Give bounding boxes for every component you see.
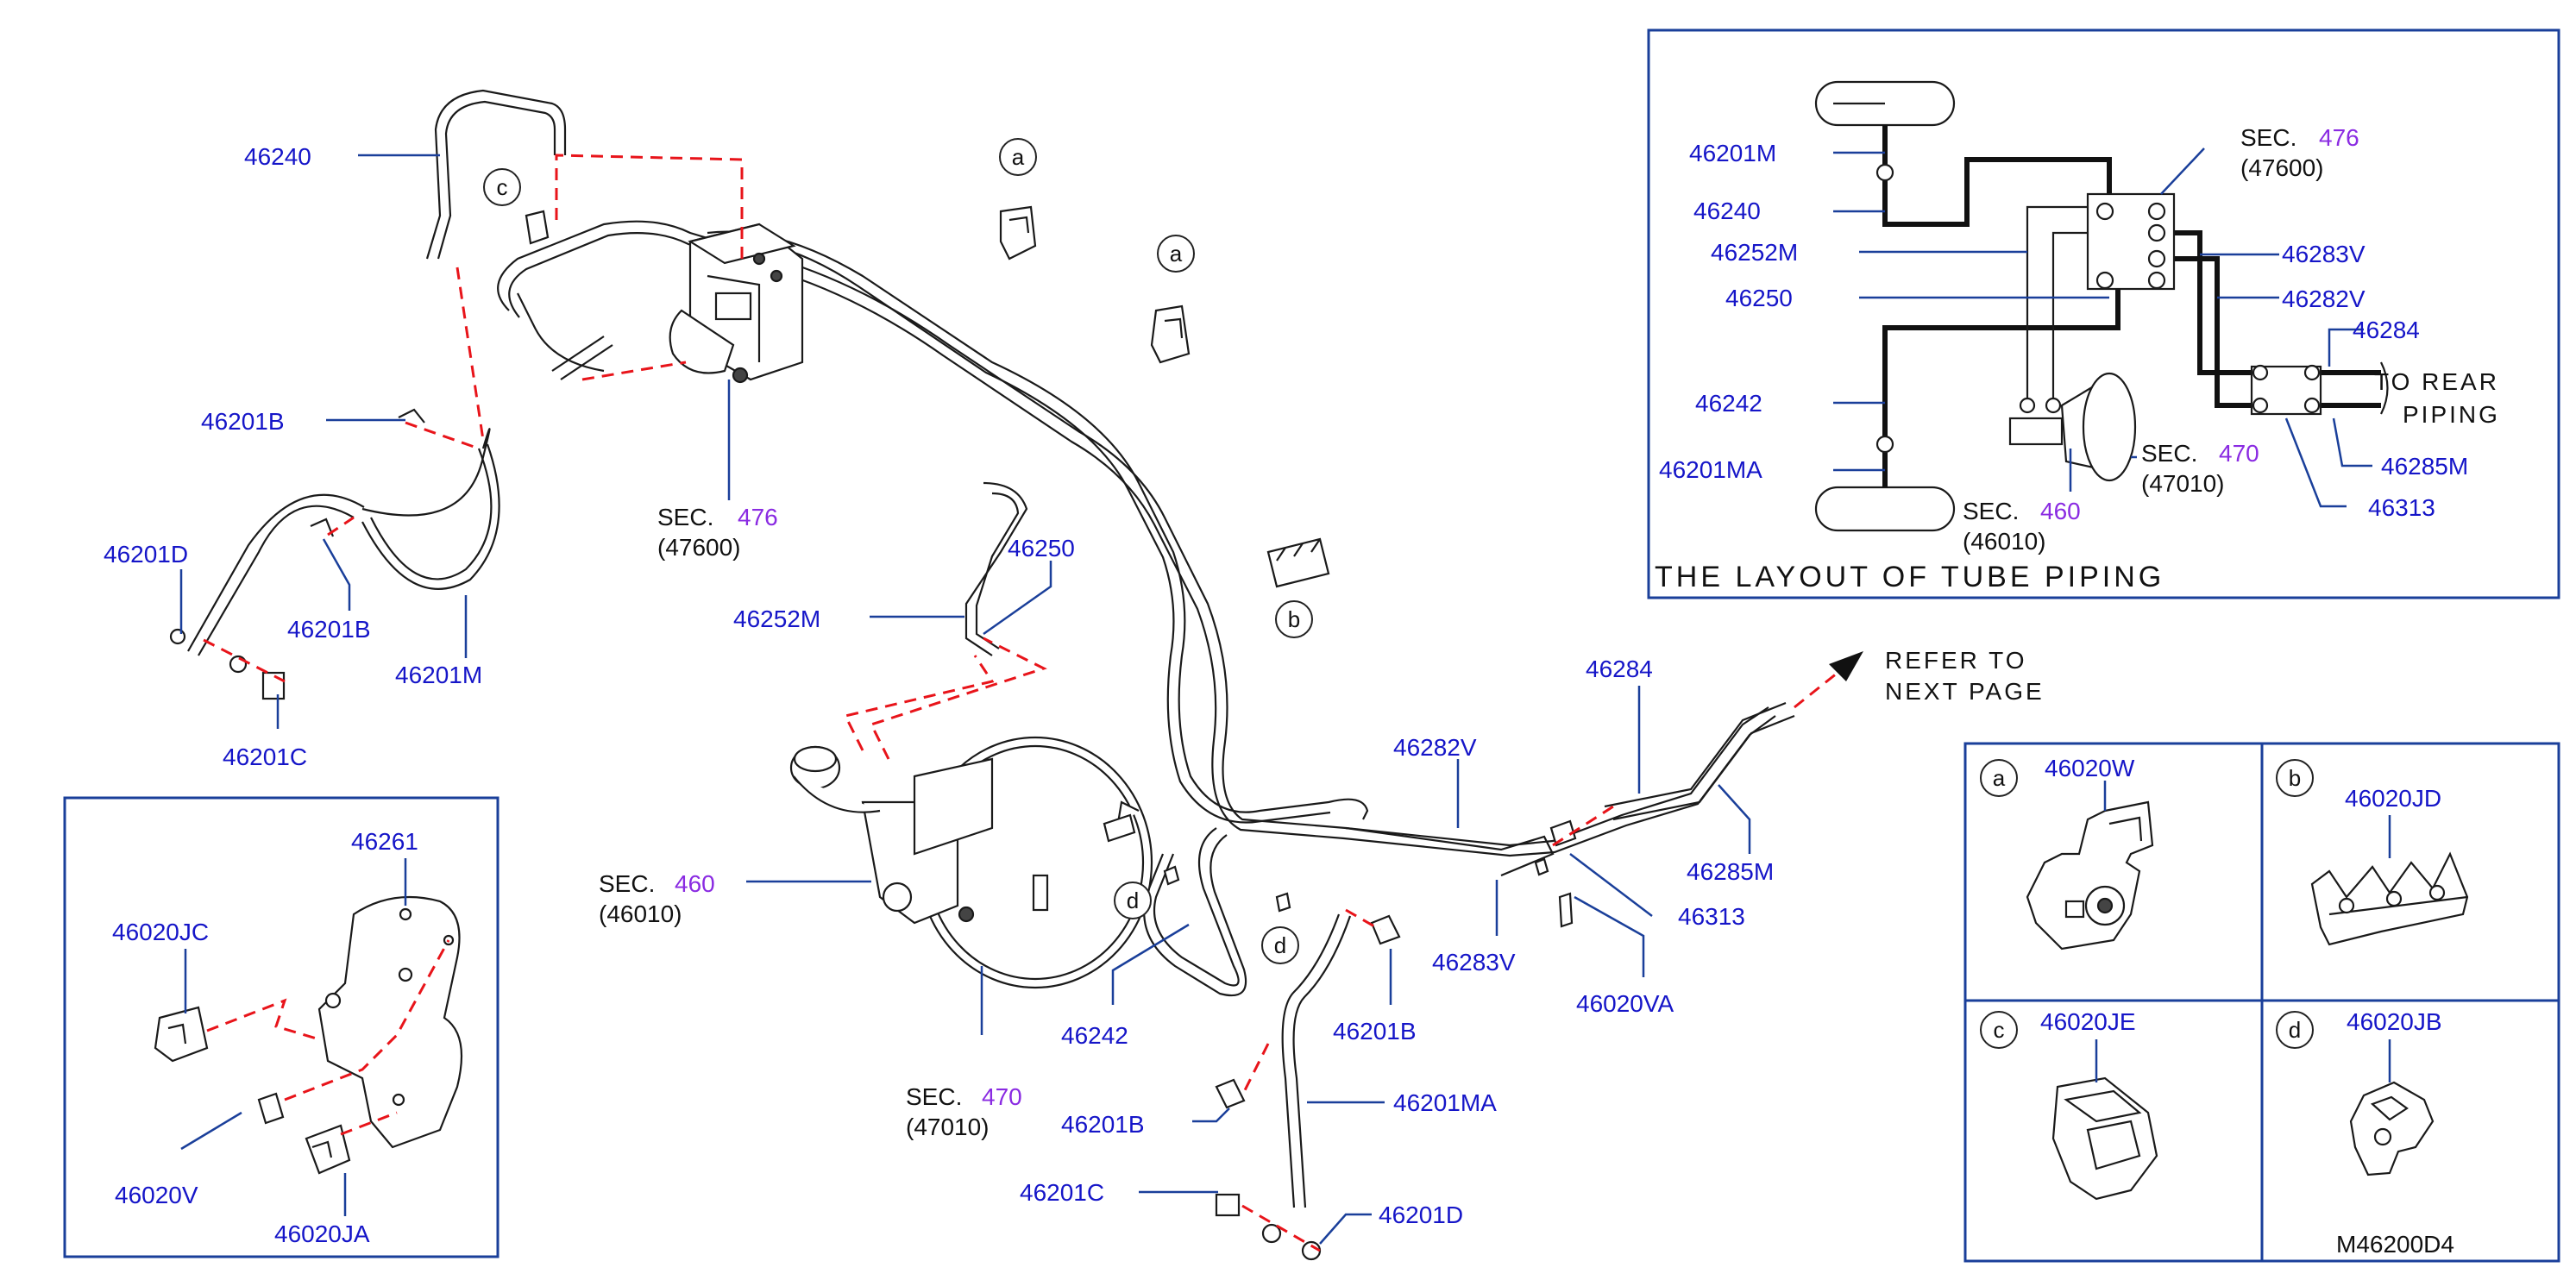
layout-label-46285M: 46285M	[2381, 453, 2468, 480]
callout-a-2: a	[1157, 235, 1195, 273]
label-46282V: 46282V	[1393, 734, 1477, 761]
label-sec-470-text: SEC.	[906, 1083, 962, 1110]
front-right-hose	[1281, 913, 1352, 1208]
clip-cell-d: d 46020JB	[2276, 1008, 2442, 1176]
label-sec-470-num: 470	[982, 1083, 1022, 1110]
svg-text:a: a	[1170, 241, 1183, 267]
svg-text:d: d	[1127, 888, 1139, 913]
clip-detail-grid: a 46020W b 46020JD c 46020JE	[1963, 742, 2560, 1263]
label-46285M: 46285M	[1687, 858, 1774, 885]
refer-text-2: NEXT PAGE	[1885, 678, 2045, 705]
callout-d-1: d	[1114, 882, 1152, 919]
abs-actuator-unit	[669, 223, 804, 384]
brake-booster-assembly	[789, 736, 1153, 989]
svg-text:46020JE: 46020JE	[2040, 1008, 2136, 1035]
label-46201MA: 46201MA	[1393, 1089, 1497, 1116]
refer-text-1: REFER TO	[1885, 647, 2027, 674]
svg-text:46020JB: 46020JB	[2347, 1008, 2442, 1035]
label-46020JA: 46020JA	[274, 1220, 370, 1247]
svg-text:b: b	[2289, 765, 2301, 791]
label-46201C-right: 46201C	[1020, 1179, 1104, 1206]
layout-title: THE LAYOUT OF TUBE PIPING	[1655, 561, 2164, 593]
layout-label-46284: 46284	[2353, 317, 2420, 343]
clip-cell-b: b 46020JD	[2276, 759, 2469, 946]
label-46201D-left: 46201D	[104, 541, 188, 568]
layout-sec-470-num: 470	[2219, 440, 2259, 467]
layout-sec-460-text: SEC.	[1963, 498, 2019, 524]
layout-sec-460-num: 460	[2040, 498, 2081, 524]
label-sec-460-sub: (46010)	[599, 900, 682, 927]
label-46252M: 46252M	[733, 605, 820, 632]
clip-cell-c: c 46020JE	[1980, 1008, 2158, 1201]
label-46201B-upper: 46201B	[201, 408, 285, 435]
label-sec-476-num: 476	[738, 504, 778, 530]
assembly-dashed-links	[203, 154, 1863, 1252]
svg-text:d: d	[2289, 1017, 2301, 1043]
layout-to-rear-1: TO REAR	[2374, 368, 2499, 395]
layout-sec-470-sub: (47010)	[2141, 470, 2225, 497]
label-sec-470-sub: (47010)	[906, 1114, 990, 1140]
layout-to-rear-2: PIPING	[2403, 401, 2500, 428]
svg-text:d: d	[1274, 932, 1286, 958]
layout-label-46240: 46240	[1693, 198, 1761, 224]
svg-text:c: c	[1994, 1017, 2005, 1043]
label-sec-476-sub: (47600)	[657, 534, 741, 561]
layout-label-46282V: 46282V	[2282, 285, 2366, 312]
layout-label-46250: 46250	[1725, 285, 1793, 311]
label-46313: 46313	[1678, 903, 1745, 930]
svg-text:46020JD: 46020JD	[2345, 785, 2441, 812]
label-46020JC: 46020JC	[112, 919, 209, 945]
label-46283V: 46283V	[1432, 949, 1516, 976]
layout-label-46313: 46313	[2368, 494, 2435, 521]
main-brake-tubes	[187, 89, 1795, 997]
svg-text:b: b	[1288, 606, 1300, 632]
label-46242: 46242	[1061, 1022, 1128, 1049]
svg-text:a: a	[1993, 765, 2006, 791]
layout-sec-476-sub: (47600)	[2240, 154, 2324, 181]
bracket-detail-box: 46261 46020JC 46020V 46020JA	[63, 796, 499, 1258]
rear-wheel-icon	[1814, 486, 1956, 532]
callout-d-2: d	[1261, 926, 1299, 964]
layout-label-46242: 46242	[1695, 390, 1762, 417]
label-46240: 46240	[244, 143, 311, 170]
label-46201D-right: 46201D	[1379, 1202, 1463, 1228]
label-46201C-left: 46201C	[223, 744, 307, 770]
label-46201M: 46201M	[395, 662, 482, 688]
callout-c-1: c	[483, 168, 521, 206]
layout-label-46283V: 46283V	[2282, 241, 2366, 267]
label-46250: 46250	[1008, 535, 1075, 562]
label-46020VA: 46020VA	[1576, 990, 1674, 1017]
callout-b-1: b	[1275, 600, 1313, 638]
label-46201B-right-upper: 46201B	[1333, 1018, 1417, 1045]
svg-text:a: a	[1012, 144, 1025, 170]
layout-sec-476-num: 476	[2319, 124, 2359, 151]
layout-sec-476-text: SEC.	[2240, 124, 2296, 151]
layout-label-46201MA: 46201MA	[1659, 456, 1762, 483]
label-46020V: 46020V	[115, 1182, 198, 1208]
main-part-labels: 46240 46201B 46201D 46201B 46201M 46201C…	[104, 143, 2045, 1228]
label-46261: 46261	[351, 828, 418, 855]
layout-sec-460-sub: (46010)	[1963, 528, 2046, 555]
svg-text:c: c	[497, 174, 508, 200]
svg-text:46020W: 46020W	[2045, 755, 2135, 781]
label-sec-460-num: 460	[675, 870, 715, 897]
layout-label-46201M: 46201M	[1689, 140, 1776, 166]
label-sec-460-text: SEC.	[599, 870, 655, 897]
label-sec-476-text: SEC.	[657, 504, 713, 530]
callout-a-1: a	[999, 138, 1037, 176]
main-leader-lines	[179, 154, 1751, 1245]
label-46201B-left: 46201B	[287, 616, 371, 643]
tube-layout-box: 46201M 46240 46252M 46250 46242 46201MA …	[1647, 28, 2560, 599]
clip-cell-a: a 46020W	[1980, 755, 2154, 951]
layout-sec-470-text: SEC.	[2141, 440, 2197, 467]
label-46284: 46284	[1586, 656, 1653, 682]
label-46201B-right-lower: 46201B	[1061, 1111, 1145, 1138]
layout-label-46252M: 46252M	[1711, 239, 1798, 266]
diagram-code: M46200D4	[2336, 1231, 2454, 1258]
main-clip-parts	[169, 205, 1577, 1261]
